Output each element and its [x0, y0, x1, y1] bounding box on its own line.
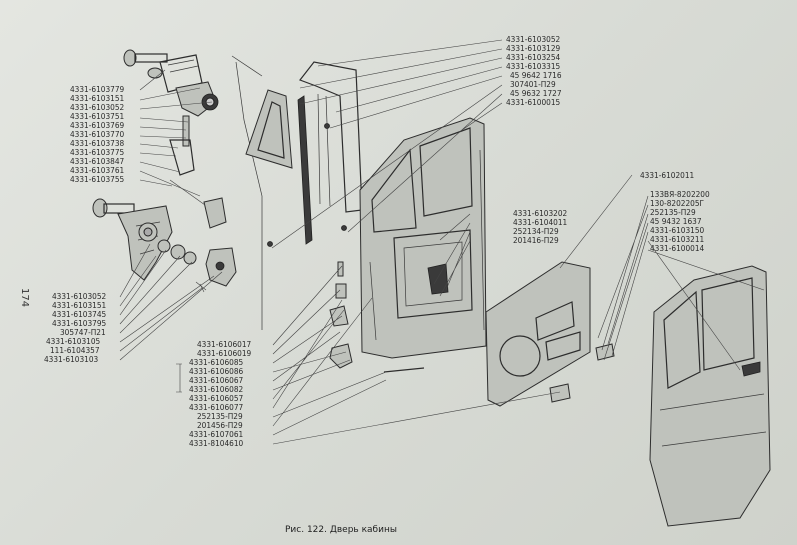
label-4331-6103761: 4331-6103761 — [70, 165, 125, 175]
label-bot-7: 4331-6106077 — [189, 402, 244, 412]
lock-lower-assembly — [92, 198, 237, 293]
label-4331-6103738: 4331-6103738 — [70, 138, 125, 148]
label-4331-6103769: 4331-6103769 — [70, 120, 125, 130]
label-111-6104357: 111-6104357 — [50, 345, 100, 355]
labels-lower-left: 4331-6103052 4331-6103151 4331-6103745 4… — [44, 291, 107, 364]
label-4331-6103105: 4331-6103105 — [46, 336, 101, 346]
label-mid-2: 252134-П29 — [513, 226, 559, 236]
label-bot-1: 4331-6106019 — [197, 348, 252, 358]
label-4331-6103751: 4331-6103751 — [70, 111, 125, 121]
inner-door-panel — [359, 117, 487, 359]
label-top-0: 4331-6103052 — [506, 34, 560, 44]
label-right-3: 252135-П29 — [650, 207, 696, 217]
label-right-7: 4331-6100014 — [650, 243, 705, 253]
labels-mid-center: 4331-6103202 4331-6104011 252134-П29 201… — [513, 208, 568, 245]
label-top-1: 4331-6103129 — [506, 43, 561, 53]
outer-door-panel — [649, 265, 771, 527]
label-bot-6: 4331-6106057 — [189, 393, 244, 403]
label-4331-6103151: 4331-6103151 — [70, 93, 125, 103]
label-top-6: 45 9632 1727 — [510, 88, 562, 98]
label-top-2: 4331-6103254 — [506, 52, 561, 62]
labels-right: 4331-6102011 133ВЯ-8202200 130-8202205Г … — [640, 170, 710, 253]
label-right-4: 45 9432 1637 — [650, 216, 702, 226]
label-right-6: 4331-6103211 — [650, 234, 705, 244]
hinge-upper-assembly — [123, 49, 227, 229]
label-4331-6103779: 4331-6103779 — [70, 84, 125, 94]
leader-lines — [119, 39, 765, 445]
label-4331-6103151b: 4331-6103151 — [52, 300, 107, 310]
label-4331-6103770: 4331-6103770 — [70, 129, 125, 139]
label-4331-6103795: 4331-6103795 — [52, 318, 107, 328]
labels-upper-left: 4331-6103779 4331-6103151 4331-6103052 4… — [70, 84, 125, 184]
label-bot-11: 4331-8104610 — [189, 438, 244, 448]
label-bot-9: 201456-П29 — [197, 420, 243, 430]
label-305747-p21: 305747-П21 — [60, 327, 106, 337]
label-bot-0: 4331-6106017 — [197, 339, 252, 349]
label-4331-6103775: 4331-6103775 — [70, 147, 125, 157]
label-4331-6103847: 4331-6103847 — [70, 156, 125, 166]
label-top-5: 307401-П29 — [510, 79, 556, 89]
label-right-0: 4331-6102011 — [640, 170, 695, 180]
label-bot-3: 4331-6106086 — [189, 366, 244, 376]
label-bot-10: 4331-6107061 — [189, 429, 244, 439]
label-right-5: 4331-6103150 — [650, 225, 705, 235]
label-4331-6103745: 4331-6103745 — [52, 309, 107, 319]
label-mid-3: 201416-П29 — [513, 235, 559, 245]
label-4331-6103052b: 4331-6103052 — [52, 291, 106, 301]
label-4331-6103052: 4331-6103052 — [70, 102, 124, 112]
label-bot-4: 4331-6106067 — [189, 375, 244, 385]
label-bot-2: 4331-6106085 — [189, 357, 244, 367]
label-bot-8: 252135-П29 — [197, 411, 243, 421]
label-mid-1: 4331-6104011 — [513, 217, 568, 227]
label-right-1: 133ВЯ-8202200 — [650, 189, 710, 199]
label-right-2: 130-8202205Г — [650, 198, 705, 208]
page-number: 174 — [19, 288, 30, 307]
labels-top-center: 4331-6103052 4331-6103129 4331-6103254 4… — [506, 34, 562, 107]
vent-window-frame — [245, 61, 363, 247]
labels-bottom-center: 4331-6106017 4331-6106019 4331-6106085 4… — [189, 339, 252, 448]
figure-caption: Рис. 122. Дверь кабины — [285, 525, 397, 535]
label-bot-5: 4331-6106082 — [189, 384, 243, 394]
assembly-bracket-line — [231, 55, 263, 330]
label-mid-0: 4331-6103202 — [513, 208, 567, 218]
label-top-4: 45 9642 1716 — [510, 70, 562, 80]
label-4331-6103755: 4331-6103755 — [70, 174, 125, 184]
door-trim-panel — [485, 261, 615, 407]
label-top-7: 4331-6100015 — [506, 97, 561, 107]
label-top-3: 4331-6103315 — [506, 61, 561, 71]
label-4331-6103103: 4331-6103103 — [44, 354, 99, 364]
